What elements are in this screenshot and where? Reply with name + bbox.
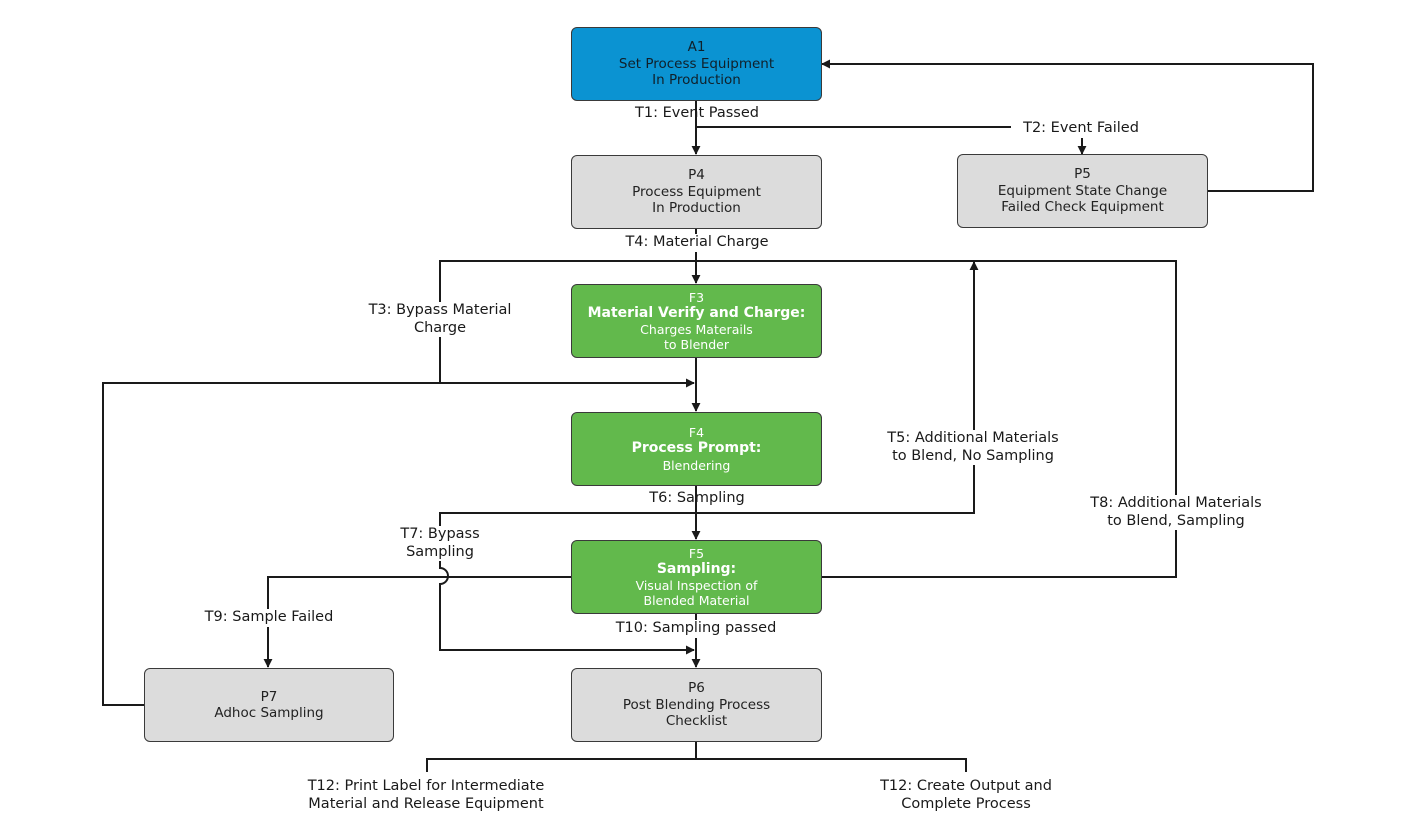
node-f4[interactable]: F4 Process Prompt: Blendering: [571, 412, 822, 486]
label-t5-line1: T5: Additional Materials: [887, 430, 1059, 446]
label-t7-line1: T7: Bypass: [400, 526, 480, 542]
node-a1-id: A1: [687, 39, 706, 56]
node-f4-title: Process Prompt:: [631, 440, 762, 457]
node-p6-line2: Checklist: [665, 713, 728, 730]
edge-t5: [696, 261, 979, 514]
node-f3-title: Material Verify and Charge:: [587, 304, 806, 321]
node-f4-id: F4: [688, 425, 705, 441]
node-f5-title: Sampling:: [656, 560, 737, 577]
label-t3-line2: Charge: [413, 319, 467, 336]
label-t8-line2: to Blend, Sampling: [1107, 512, 1245, 529]
node-f3-id: F3: [688, 289, 705, 305]
label-t7: T7: Bypass Sampling: [388, 526, 492, 562]
node-p7-line1: Adhoc Sampling: [214, 705, 324, 721]
node-p4[interactable]: P4 Process Equipment In Production: [571, 155, 822, 229]
node-p5-id: P5: [1074, 166, 1091, 183]
node-f5[interactable]: F5 Sampling: Visual Inspection of Blende…: [571, 540, 822, 614]
label-t4: T4: Material Charge: [606, 234, 788, 252]
node-f3-line1: Charges Materails: [640, 321, 753, 337]
edge-p7-return: [102, 382, 440, 706]
node-a1[interactable]: A1 Set Process Equipment In Production: [571, 27, 822, 101]
edge-t8: [696, 260, 1177, 578]
label-t5-line2: to Blend, No Sampling: [892, 447, 1054, 464]
node-p5-line1: Equipment State Change: [997, 182, 1168, 199]
label-t12-output: T12: Create Output and Complete Process: [862, 778, 1070, 813]
node-p6-id: P6: [688, 680, 705, 697]
node-p4-line2: In Production: [652, 200, 741, 217]
label-t8-line1: T8: Additional Materials: [1090, 495, 1262, 511]
node-f3-line2: to Blender: [664, 337, 729, 353]
label-t12-output-line2: Complete Process: [901, 795, 1031, 812]
label-t12-print-line1: T12: Print Label for Intermediate: [307, 778, 545, 794]
node-p4-line1: Process Equipment: [632, 183, 761, 200]
label-t9: T9: Sample Failed: [188, 609, 350, 627]
node-f4-line1: Blendering: [662, 457, 731, 473]
node-a1-line2: In Production: [652, 72, 741, 89]
node-p6[interactable]: P6 Post Blending Process Checklist: [571, 668, 822, 742]
label-t7-line2: Sampling: [406, 543, 474, 560]
label-t12-print-line2: Material and Release Equipment: [308, 795, 544, 812]
node-p6-line1: Post Blending Process: [622, 696, 771, 713]
node-p4-id: P4: [688, 167, 705, 184]
node-f3[interactable]: F3 Material Verify and Charge: Charges M…: [571, 284, 822, 358]
label-t12-print: T12: Print Label for Intermediate Materi…: [288, 778, 564, 813]
label-t1: T1: Event Passed: [635, 105, 759, 121]
edge-t12: [426, 742, 967, 772]
label-t12-output-line1: T12: Create Output and: [880, 778, 1052, 794]
label-t3-line1: T3: Bypass Material: [368, 302, 512, 318]
label-t10: T10: Sampling passed: [598, 620, 794, 638]
node-p5-line2: Failed Check Equipment: [1001, 199, 1164, 216]
label-t6: T6: Sampling: [649, 490, 745, 506]
node-p7[interactable]: P7 Adhoc Sampling: [144, 668, 394, 742]
label-t5: T5: Additional Materials to Blend, No Sa…: [868, 430, 1078, 466]
edge-p5-to-a1: [821, 59, 1314, 192]
edge-t9: [263, 576, 571, 668]
node-p7-id: P7: [260, 688, 278, 705]
node-p5[interactable]: P5 Equipment State Change Failed Check E…: [957, 154, 1208, 228]
node-a1-line1: Set Process Equipment: [618, 55, 775, 72]
node-f5-line1: Visual Inspection of: [635, 577, 758, 593]
label-t8: T8: Additional Materials to Blend, Sampl…: [1072, 495, 1280, 531]
node-f5-id: F5: [688, 545, 705, 561]
node-f5-line2: Blended Material: [643, 593, 750, 609]
label-t3: T3: Bypass Material Charge: [350, 302, 530, 338]
label-t2: T2: Event Failed: [1011, 120, 1151, 138]
